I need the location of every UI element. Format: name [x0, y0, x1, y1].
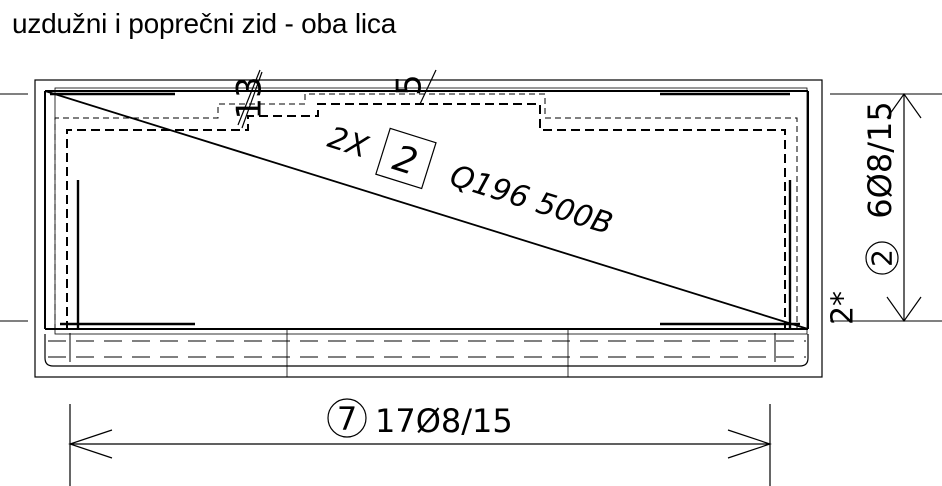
dimension-5: 5: [390, 69, 437, 105]
mesh-mark: 2: [388, 138, 422, 184]
vertical-bar-mark-circle: [865, 241, 899, 275]
mesh-mark-box: [375, 127, 437, 190]
horizontal-bar-spec: 17Ø8/15: [375, 402, 513, 440]
dashed-bar-outer: [54, 93, 798, 330]
mesh-diagonal: [44, 90, 809, 330]
horizontal-bar-mark-circle: [327, 398, 367, 438]
horizontal-bar-dimension: [68, 404, 772, 486]
dashed-bar-inner: [66, 103, 786, 330]
wall-outline: [34, 79, 823, 378]
vertical-bar-multiplier: 2*: [826, 291, 861, 325]
bottom-bar-zone: [44, 330, 809, 377]
mesh-count: 2X: [324, 120, 374, 166]
vertical-bar-mark: 2: [866, 249, 899, 267]
dimension-5-text: 5: [390, 74, 430, 96]
corner-bars: [50, 92, 800, 330]
dimension-13: 13: [230, 69, 270, 129]
mesh-spec: Q196 500B: [446, 159, 617, 243]
vertical-bar-spec: 6Ø8/15: [861, 101, 899, 218]
horizontal-bar-mark: 7: [337, 400, 357, 438]
drawing-title: uzdužni i poprečni zid - oba lica: [12, 8, 397, 39]
mesh-label: 2X 2 Q196 500B: [324, 120, 617, 243]
dimension-13-text: 13: [230, 76, 270, 119]
vertical-bar-dimension: [886, 92, 922, 323]
